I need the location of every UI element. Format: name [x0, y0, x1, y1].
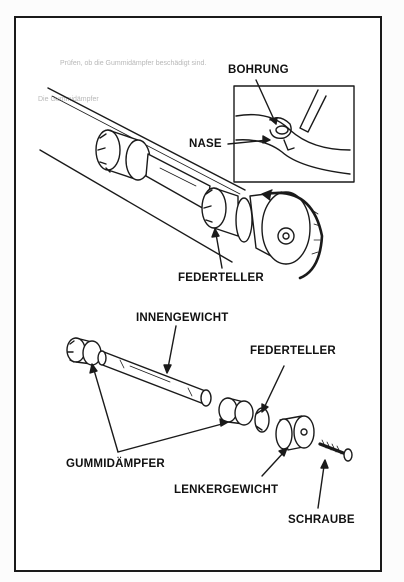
- screw-part: [318, 439, 353, 462]
- label-federteller-top: FEDERTELLER: [178, 272, 264, 284]
- handlebar-weight-end: [235, 189, 324, 280]
- label-nase: NASE: [189, 138, 222, 150]
- detail-inset: [233, 85, 355, 183]
- label-federteller-bottom: FEDERTELLER: [250, 345, 336, 357]
- label-schraube: SCHRAUBE: [288, 514, 355, 526]
- rubber-damper-right: [218, 397, 254, 426]
- leader-lines-lower: [89, 325, 329, 509]
- background-text-2: Die Gummidämpfer: [38, 96, 99, 103]
- label-gummidaempfer: GUMMIDÄMPFER: [66, 458, 165, 470]
- rubber-damper-left: [66, 337, 102, 366]
- background-text-1: Prüfen, ob die Gummidämpfer beschädigt s…: [60, 60, 207, 67]
- label-bohrung: BOHRUNG: [228, 64, 289, 76]
- label-innengewicht: INNENGEWICHT: [136, 312, 229, 324]
- spring-washer-part: [254, 407, 270, 433]
- handlebar-weight-part: [275, 415, 315, 451]
- inner-weight-part: [97, 350, 212, 407]
- leader-lines-upper: [211, 79, 278, 269]
- label-lenkergewicht: LENKERGEWICHT: [174, 484, 279, 496]
